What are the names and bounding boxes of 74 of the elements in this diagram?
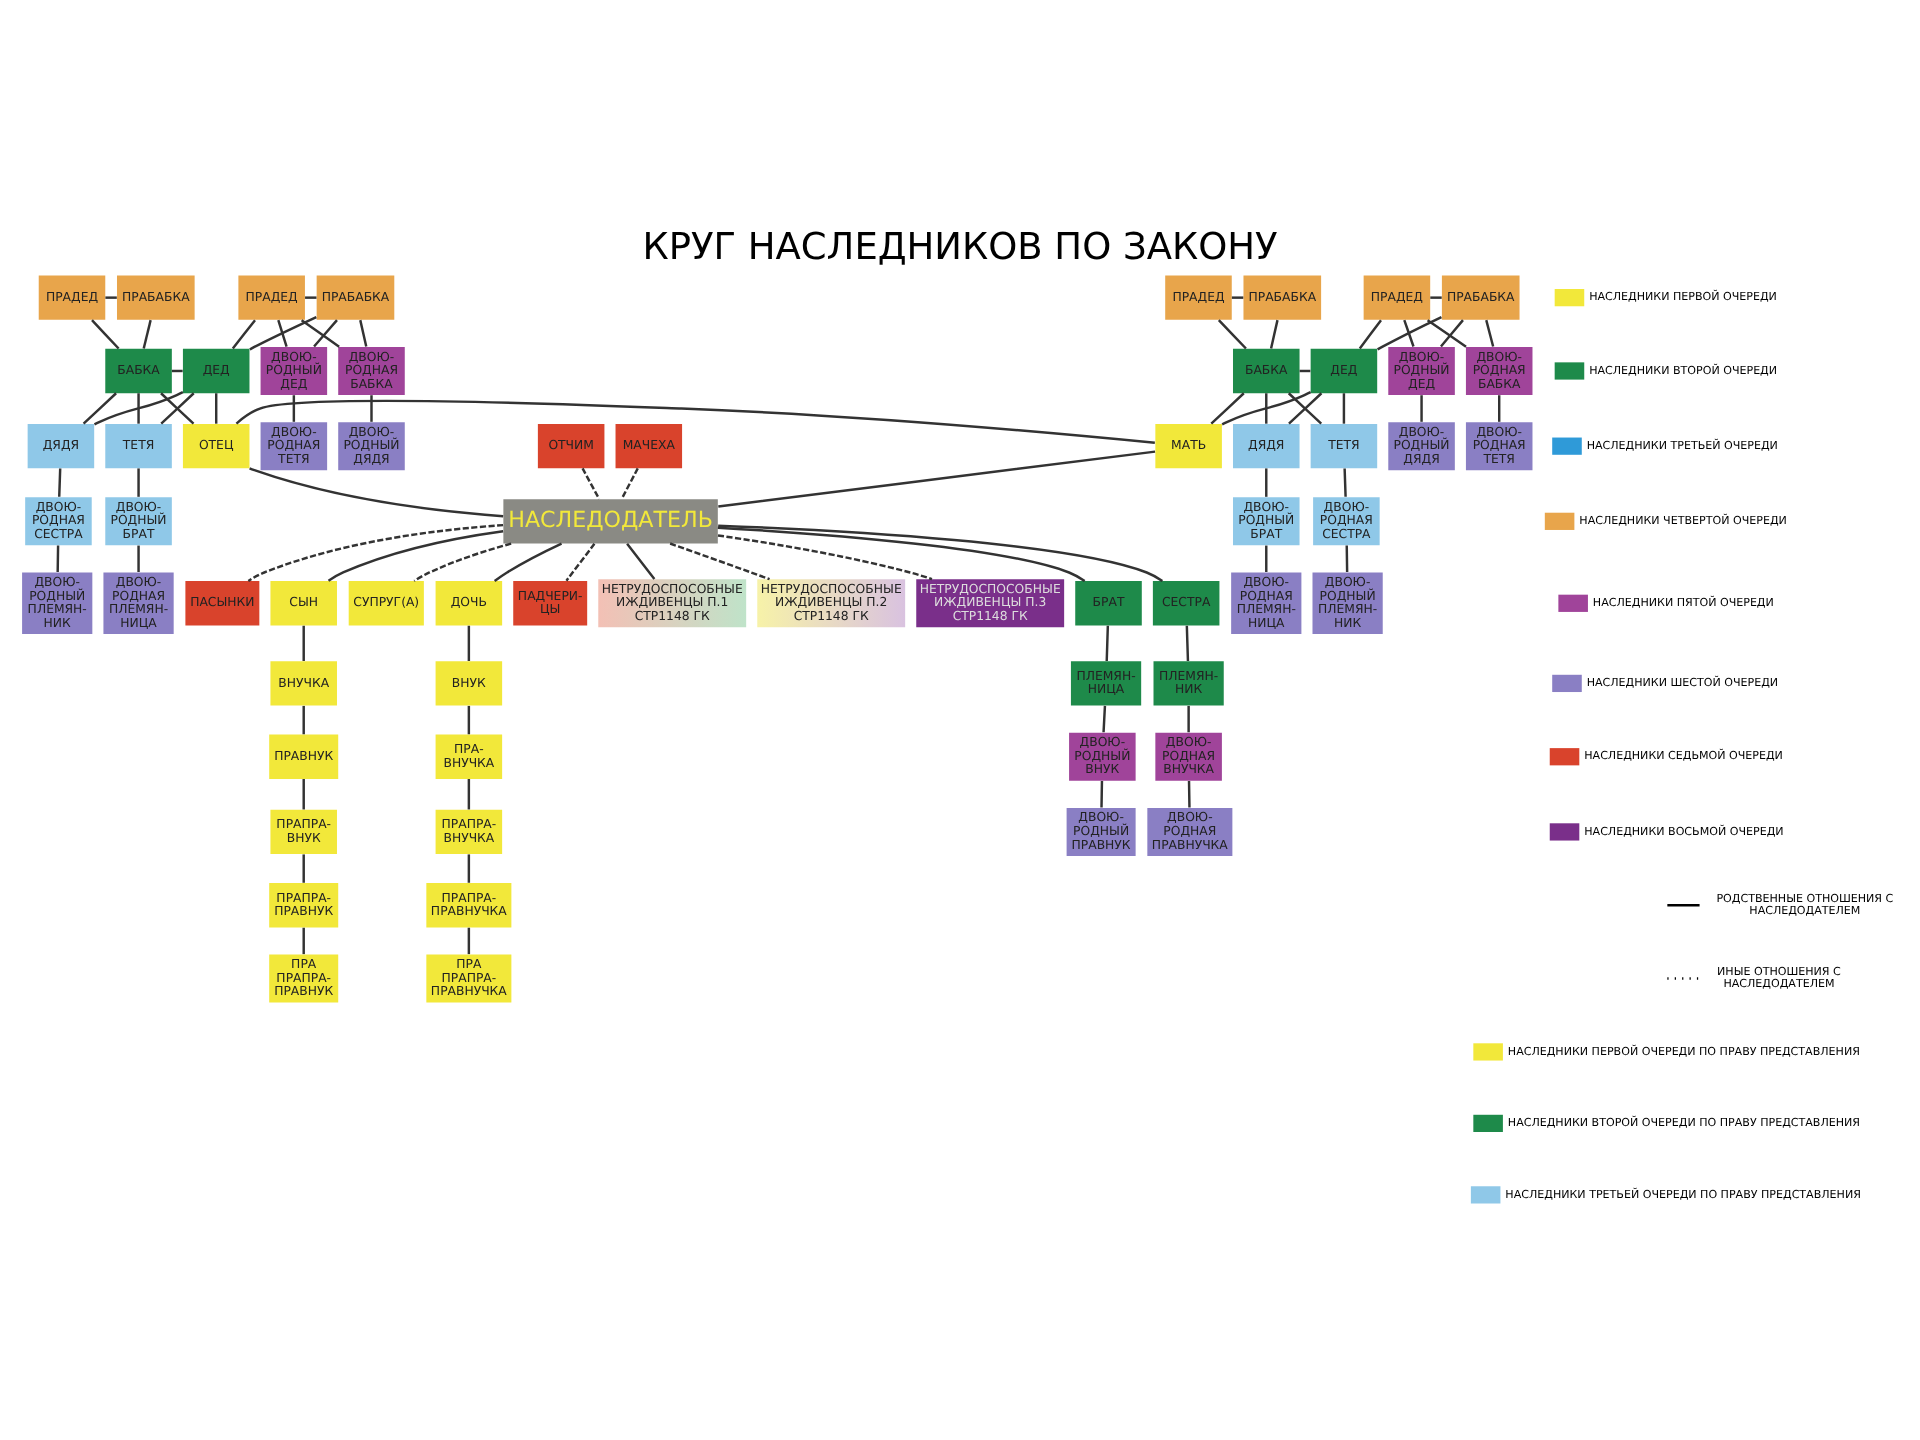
connector	[82, 391, 117, 424]
connector	[1420, 394, 1423, 421]
connector	[137, 467, 140, 496]
connector	[1185, 624, 1190, 661]
connector	[467, 853, 471, 882]
connector	[359, 318, 368, 346]
connector	[1269, 318, 1279, 348]
connector	[718, 449, 1156, 507]
connector	[1403, 318, 1415, 346]
connector	[231, 318, 256, 349]
connector	[467, 778, 471, 809]
connector	[93, 389, 184, 425]
connector	[1358, 318, 1382, 349]
connector	[56, 544, 60, 572]
connector	[1187, 779, 1191, 807]
connector	[302, 853, 305, 882]
connector	[292, 394, 296, 421]
connector	[137, 544, 140, 571]
connector	[1376, 314, 1442, 350]
connector	[235, 398, 1155, 443]
connector	[493, 541, 563, 581]
connector	[247, 522, 504, 581]
connector	[413, 541, 512, 581]
connector	[565, 542, 596, 581]
connector	[1265, 392, 1268, 423]
connector	[1102, 704, 1107, 732]
connector	[717, 525, 1086, 582]
connector	[1430, 295, 1442, 298]
diagram-title: КРУГ НАСЛЕДНИКОВ ПО ЗАКОНУ	[642, 226, 1278, 269]
connector	[581, 466, 601, 499]
connector	[142, 318, 152, 348]
connector	[1498, 394, 1501, 421]
connector	[1345, 544, 1349, 572]
connector	[137, 392, 140, 423]
connector	[1265, 544, 1268, 571]
connector	[91, 318, 120, 349]
connector	[313, 318, 338, 347]
connector	[302, 704, 305, 734]
connector	[370, 394, 373, 421]
connector	[305, 295, 317, 298]
connector	[302, 778, 305, 809]
connector	[1426, 318, 1467, 347]
connector	[327, 529, 504, 581]
connector	[1105, 624, 1110, 661]
connector	[160, 391, 195, 424]
node-box: НАСЛЕДОДАТЕЛЬ	[503, 498, 718, 543]
connector	[58, 467, 62, 496]
connector	[626, 542, 656, 579]
connector	[1100, 779, 1104, 807]
connector	[302, 624, 305, 660]
connector	[277, 318, 288, 346]
connector	[1485, 318, 1495, 346]
connector	[717, 533, 933, 580]
connector	[467, 704, 471, 734]
connector	[669, 541, 770, 580]
connector	[302, 926, 305, 954]
connector	[620, 466, 639, 499]
connector	[1187, 704, 1190, 732]
connector	[718, 523, 1164, 582]
connector	[1231, 295, 1244, 298]
connector	[1343, 467, 1347, 496]
connector	[249, 314, 317, 350]
connector	[467, 926, 471, 954]
connector	[249, 466, 504, 517]
connector	[1265, 467, 1268, 496]
connector	[300, 318, 340, 347]
connector	[1342, 392, 1346, 423]
connector	[214, 392, 218, 423]
connector	[467, 624, 471, 660]
connector	[105, 295, 117, 298]
connector	[1210, 391, 1245, 424]
connector	[1217, 318, 1247, 349]
connector	[1221, 389, 1312, 425]
connector	[1440, 318, 1464, 347]
